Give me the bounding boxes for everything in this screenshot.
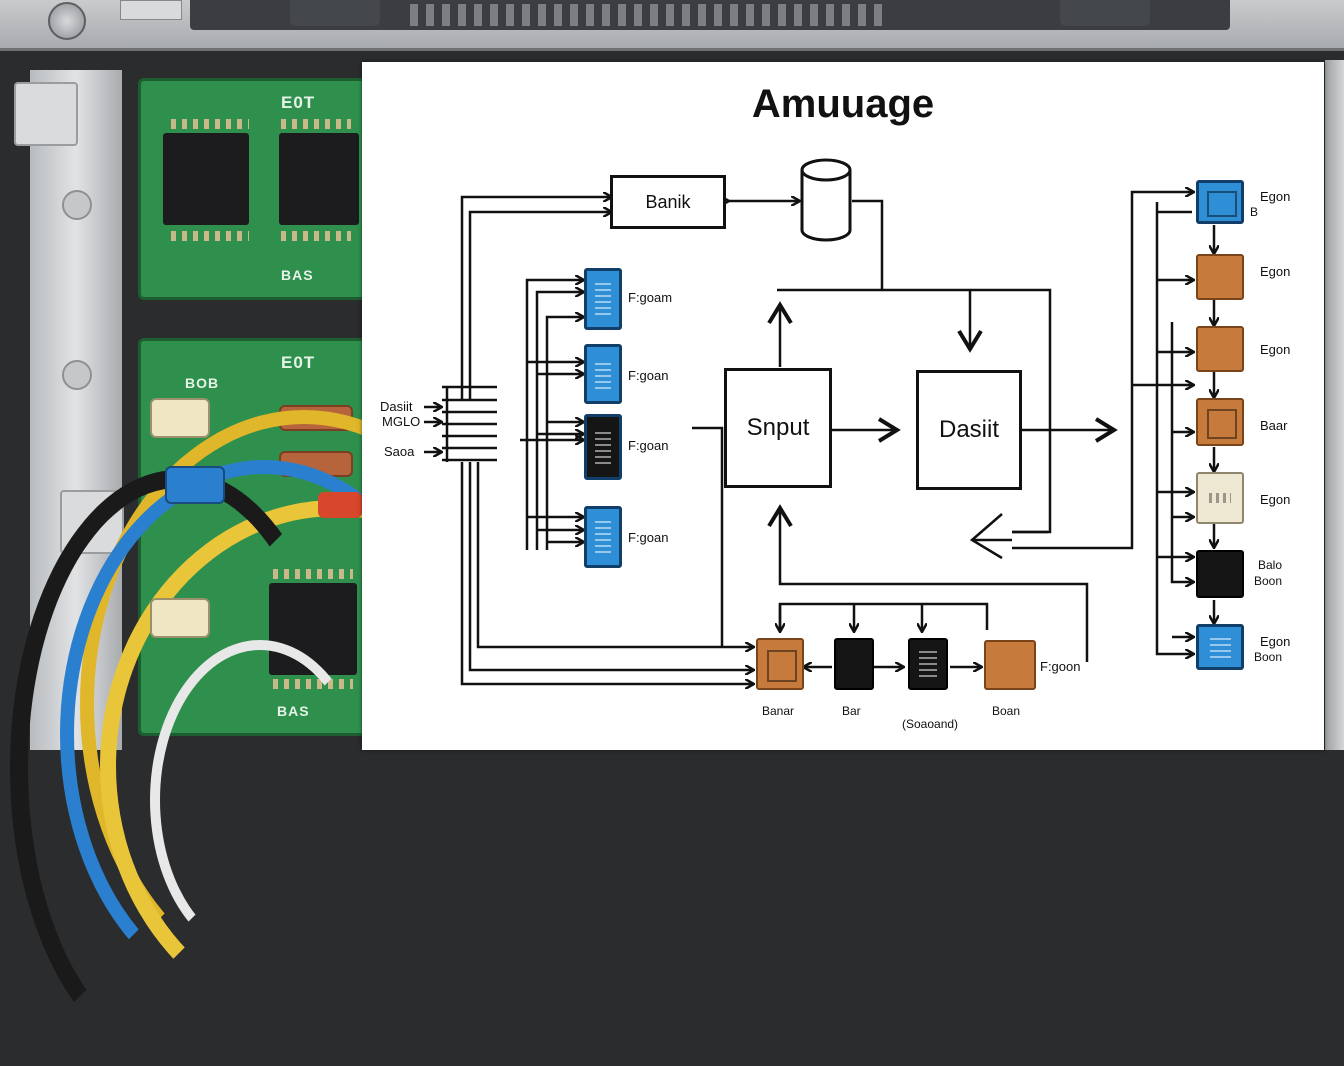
rack-screw bbox=[48, 2, 86, 40]
component-blue[interactable] bbox=[584, 268, 622, 330]
component-blue[interactable] bbox=[1196, 180, 1244, 224]
bank-block[interactable]: Banik bbox=[610, 175, 726, 229]
cable-white bbox=[150, 640, 370, 960]
component-brown[interactable] bbox=[984, 640, 1036, 690]
component-blue[interactable] bbox=[584, 344, 622, 404]
component-label: Egon bbox=[1260, 264, 1291, 279]
diagram-title: Amuuage bbox=[751, 82, 935, 126]
component-label: Egon bbox=[1260, 342, 1291, 357]
board-sublabel: BAS bbox=[281, 267, 314, 283]
component-label: Balo bbox=[1258, 558, 1283, 572]
rack-handle bbox=[1060, 0, 1150, 26]
bus-input-label: MGLO bbox=[382, 414, 421, 429]
rack-tab bbox=[120, 0, 182, 20]
component-label: F:goan bbox=[628, 438, 669, 453]
rail-hole bbox=[62, 360, 92, 390]
component-label: Egon bbox=[1260, 634, 1291, 649]
server-rack-top bbox=[0, 0, 1344, 51]
component-brown[interactable] bbox=[1196, 398, 1244, 446]
component-sublabel: Boon bbox=[1254, 650, 1283, 664]
component-blue[interactable] bbox=[584, 506, 622, 568]
component-brown[interactable] bbox=[1196, 326, 1244, 372]
connection-lines bbox=[424, 158, 1324, 750]
right-rail bbox=[1325, 60, 1344, 750]
component-label: Egon bbox=[1260, 492, 1291, 507]
bank-block-label: Banik bbox=[645, 191, 691, 212]
component-brown[interactable] bbox=[1196, 254, 1244, 300]
component-blue[interactable] bbox=[1196, 624, 1244, 670]
bottom-right-label: F:goon bbox=[1040, 659, 1081, 674]
rack-handle bbox=[290, 0, 380, 26]
rail-clip bbox=[14, 82, 78, 146]
component-black[interactable] bbox=[834, 638, 874, 690]
component-label: F:goan bbox=[628, 368, 669, 383]
component-label: Banar bbox=[762, 704, 795, 718]
cable-connector bbox=[318, 492, 362, 518]
component-label: Egon bbox=[1260, 189, 1291, 204]
component-label: (Soaoand) bbox=[902, 717, 959, 731]
cable-connector bbox=[150, 398, 210, 438]
input-block[interactable]: Snput bbox=[724, 368, 832, 488]
ic-chip bbox=[279, 133, 359, 225]
cable-connector bbox=[150, 598, 210, 638]
circuit-board-top: E0T BAS bbox=[138, 78, 374, 300]
bus-input-label: Dasiit bbox=[380, 399, 413, 414]
component-label: Baar bbox=[1260, 418, 1288, 433]
database-cylinder-icon bbox=[800, 158, 852, 242]
ic-chip bbox=[163, 133, 249, 225]
board-label: E0T bbox=[281, 93, 316, 112]
component-label: F:goan bbox=[628, 530, 669, 545]
board-sublabel: BOB bbox=[185, 375, 220, 391]
dasit-block[interactable]: Dasiit bbox=[916, 370, 1022, 490]
component-sublabel: B bbox=[1250, 205, 1259, 219]
component-black[interactable] bbox=[908, 638, 948, 690]
bus-input-label: Saoa bbox=[384, 444, 415, 459]
component-label: F:goam bbox=[628, 290, 673, 305]
component-black[interactable] bbox=[1196, 550, 1244, 598]
input-block-label: Snput bbox=[746, 414, 810, 441]
diagram-sheet: Amuuage bbox=[362, 62, 1324, 750]
board-label: E0T bbox=[281, 353, 316, 372]
component-sublabel: Boon bbox=[1254, 574, 1283, 588]
cable-connector bbox=[165, 466, 225, 504]
component-brown[interactable] bbox=[756, 638, 804, 690]
component-black[interactable] bbox=[584, 414, 622, 480]
component-label: Boan bbox=[992, 704, 1021, 718]
component-label: Bar bbox=[842, 704, 861, 718]
rail-hole bbox=[62, 190, 92, 220]
component-cream[interactable] bbox=[1196, 472, 1244, 524]
dasit-block-label: Dasiit bbox=[938, 416, 999, 443]
